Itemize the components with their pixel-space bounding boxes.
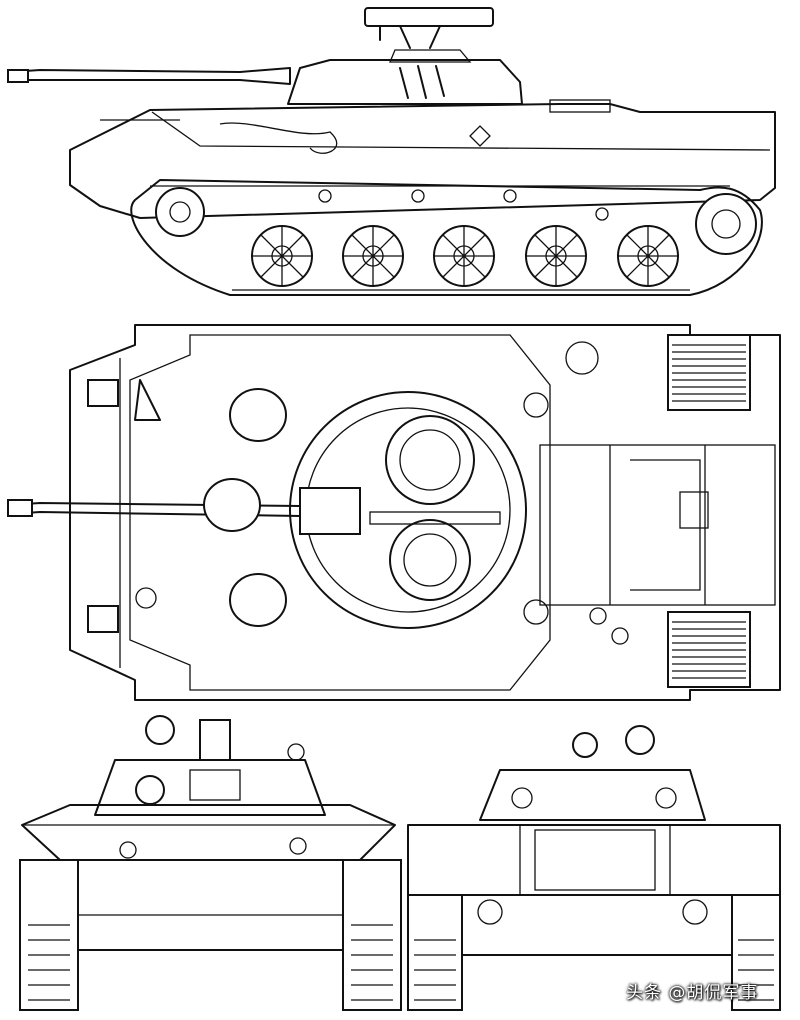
rear-hull-upper: [407, 824, 781, 896]
rear-sight: [572, 732, 598, 758]
side-grille: [549, 99, 611, 113]
top-hatch-front-left: [229, 388, 287, 442]
rear-view: [407, 725, 781, 1011]
top-muzzle: [7, 499, 33, 517]
side-muzzle: [7, 69, 29, 83]
front-sight: [145, 715, 175, 745]
side-road-wheels: [251, 225, 679, 287]
rear-turret: [479, 769, 706, 821]
side-view: [7, 7, 776, 296]
front-view: [19, 715, 402, 1011]
front-turret: [94, 759, 326, 816]
side-turret: [287, 59, 523, 105]
top-headlight-right: [87, 605, 119, 633]
front-atgm: [199, 719, 231, 761]
rear-track-right: [731, 894, 781, 1011]
watermark: 头条 @胡侃军事: [626, 983, 759, 1003]
top-gun-mantlet: [299, 487, 361, 535]
top-commander-cupola: [385, 415, 475, 505]
side-gun-barrel: [9, 67, 291, 85]
front-lower-hull: [77, 859, 344, 951]
side-track: [130, 179, 763, 296]
side-idler-wheel: [155, 187, 205, 237]
side-atgm-launcher: [364, 7, 494, 27]
side-sprocket-wheel: [695, 193, 757, 255]
front-track-right: [342, 859, 402, 1011]
top-gunner-hatch: [389, 519, 471, 601]
top-hull: [69, 324, 781, 701]
top-rear-deck: [539, 444, 776, 606]
front-track-left: [19, 859, 79, 1011]
top-headlight-left: [87, 379, 119, 407]
rear-atgm: [625, 725, 655, 755]
top-view: [7, 324, 781, 701]
side-hull: [69, 103, 776, 219]
top-hatch-driver: [203, 478, 261, 532]
rear-hull-lower: [461, 894, 733, 956]
top-turret-ring: [289, 391, 527, 629]
top-hatch-front-right: [229, 573, 287, 627]
front-glacis: [21, 804, 396, 861]
front-gun-port: [135, 775, 165, 805]
rear-track-left: [407, 894, 463, 1011]
